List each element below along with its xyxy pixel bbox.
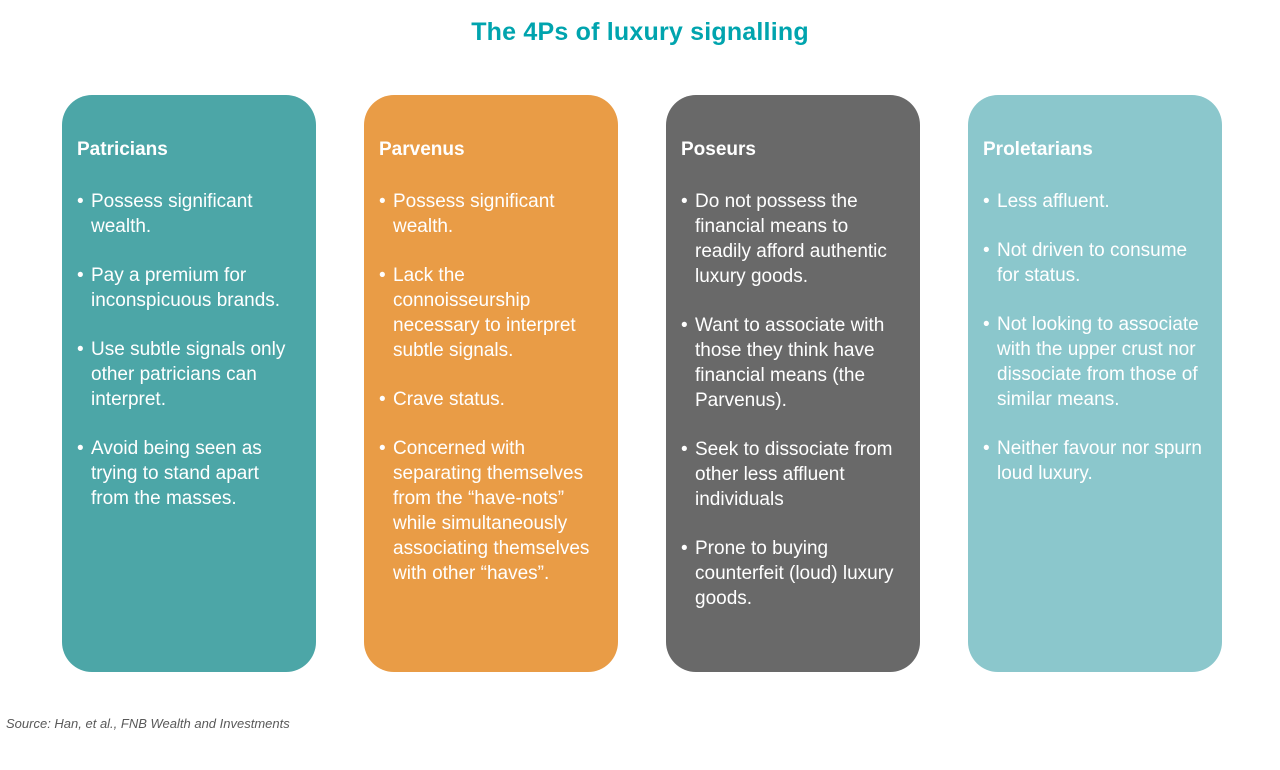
bullet-item: Less affluent.: [983, 189, 1204, 214]
card-proletarians: Proletarians Less affluent. Not driven to…: [968, 95, 1222, 672]
bullet-item: Lack the connoisseurship necessary to in…: [379, 263, 600, 363]
card-poseurs: Poseurs Do not possess the financial mea…: [666, 95, 920, 672]
card-bullet-list: Possess significant wealth. Lack the conn…: [379, 189, 600, 586]
card-title: Poseurs: [681, 139, 756, 160]
card-title: Parvenus: [379, 139, 465, 160]
card-title: Proletarians: [983, 139, 1093, 160]
bullet-item: Do not possess the financial means to re…: [681, 189, 902, 289]
page-title: The 4Ps of luxury signalling: [471, 18, 809, 46]
bullet-item: Neither favour nor spurn loud luxury.: [983, 436, 1204, 486]
bullet-item: Crave status.: [379, 387, 600, 412]
card-parvenus: Parvenus Possess significant wealth. Lack…: [364, 95, 618, 672]
card-bullet-list: Possess significant wealth. Pay a premium…: [77, 189, 298, 511]
bullet-item: Not looking to associate with the upper …: [983, 312, 1204, 412]
bullet-item: Use subtle signals only other patricians…: [77, 337, 298, 412]
source-note: Source: Han, et al., FNB Wealth and Inve…: [6, 716, 290, 731]
bullet-item: Concerned with separating themselves fro…: [379, 436, 600, 586]
bullet-item: Avoid being seen as trying to stand apar…: [77, 436, 298, 511]
card-bullet-list: Do not possess the financial means to re…: [681, 189, 902, 611]
bullet-item: Want to associate with those they think …: [681, 313, 902, 413]
cards-row: Patricians Possess significant wealth.Pa…: [62, 95, 1222, 672]
card-patricians: Patricians Possess significant wealth. Pa…: [62, 95, 316, 672]
bullet-item: Possess significant wealth.: [77, 189, 298, 239]
bullet-item: Pay a premium for inconspicuous brands.: [77, 263, 298, 313]
card-bullet-list: Less affluent. Not driven to consume for …: [983, 189, 1204, 486]
card-title: Patricians: [77, 139, 168, 160]
bullet-item: Prone to buying counterfeit (loud) luxur…: [681, 536, 902, 611]
bullet-item: Seek to dissociate from other less afflu…: [681, 437, 902, 512]
bullet-item: Not driven to consume for status.: [983, 238, 1204, 288]
bullet-item: Possess significant wealth.: [379, 189, 600, 239]
